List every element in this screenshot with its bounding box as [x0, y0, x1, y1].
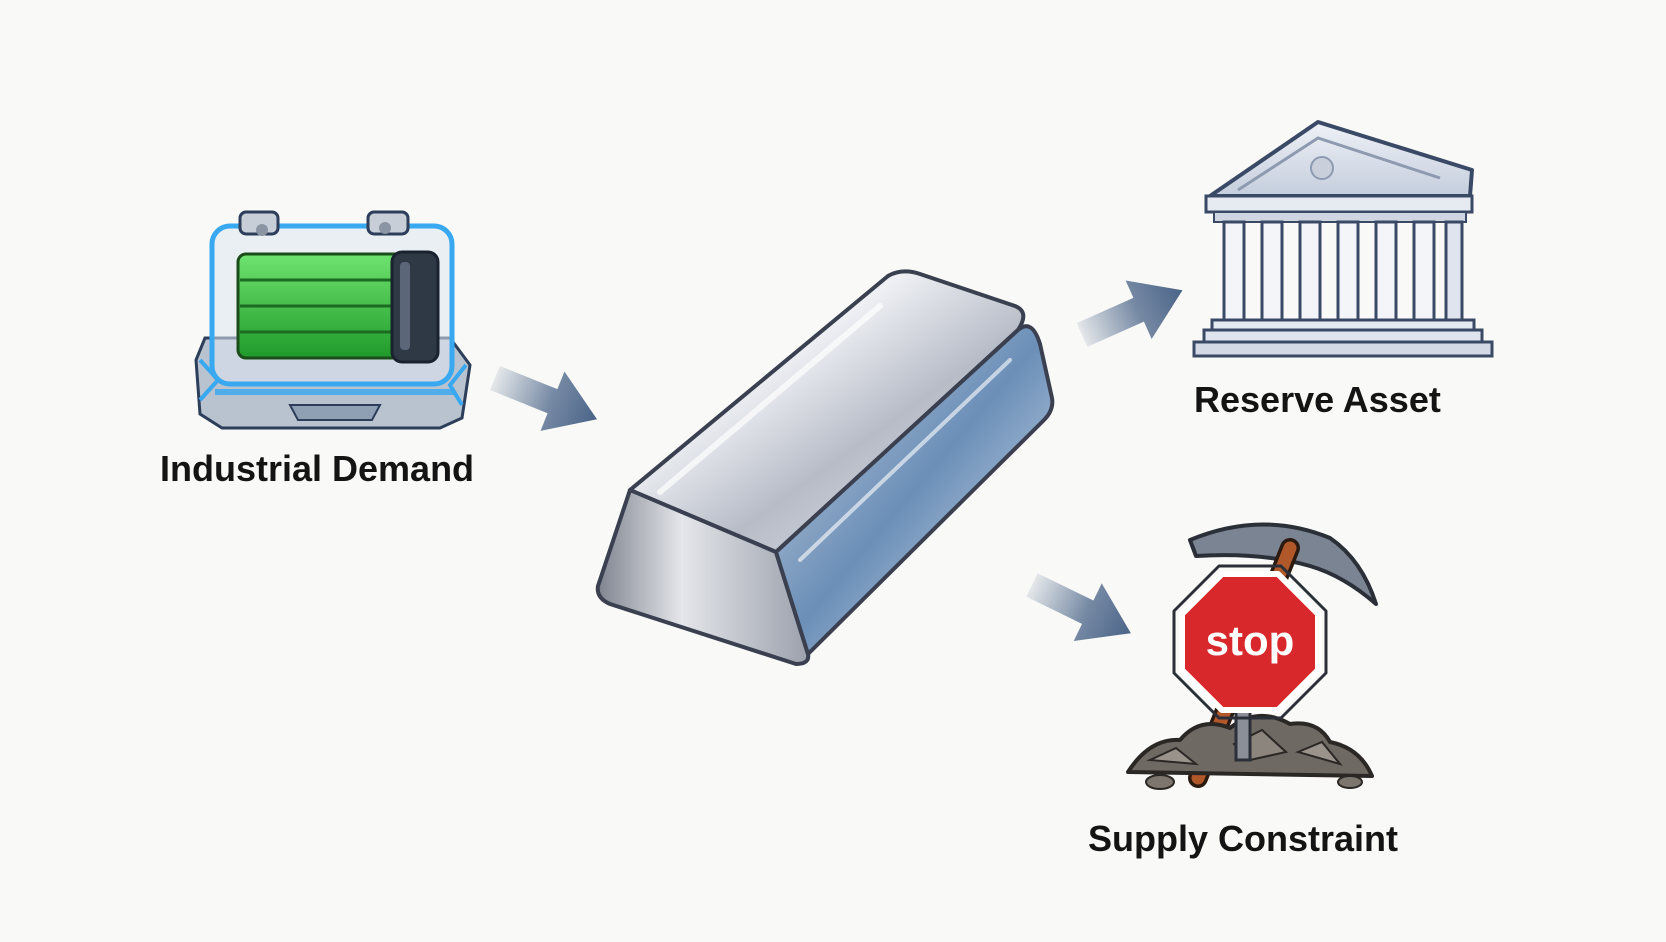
industrial-demand-label: Industrial Demand — [160, 448, 475, 489]
arrow-industrial-to-bar — [490, 365, 597, 431]
silver-bar-icon — [595, 269, 1055, 666]
bank-building-icon — [1192, 120, 1494, 358]
arrow-bar-to-supply — [1026, 573, 1131, 641]
reserve-asset-label: Reserve Asset — [1194, 379, 1441, 420]
stop-sign-text: stop — [1206, 617, 1295, 664]
stop-sign-pickaxe-icon: stop — [1126, 522, 1378, 790]
arrow-bar-to-reserve — [1076, 280, 1183, 347]
supply-constraint-label: Supply Constraint — [1088, 818, 1399, 859]
battery-icon — [194, 210, 472, 430]
